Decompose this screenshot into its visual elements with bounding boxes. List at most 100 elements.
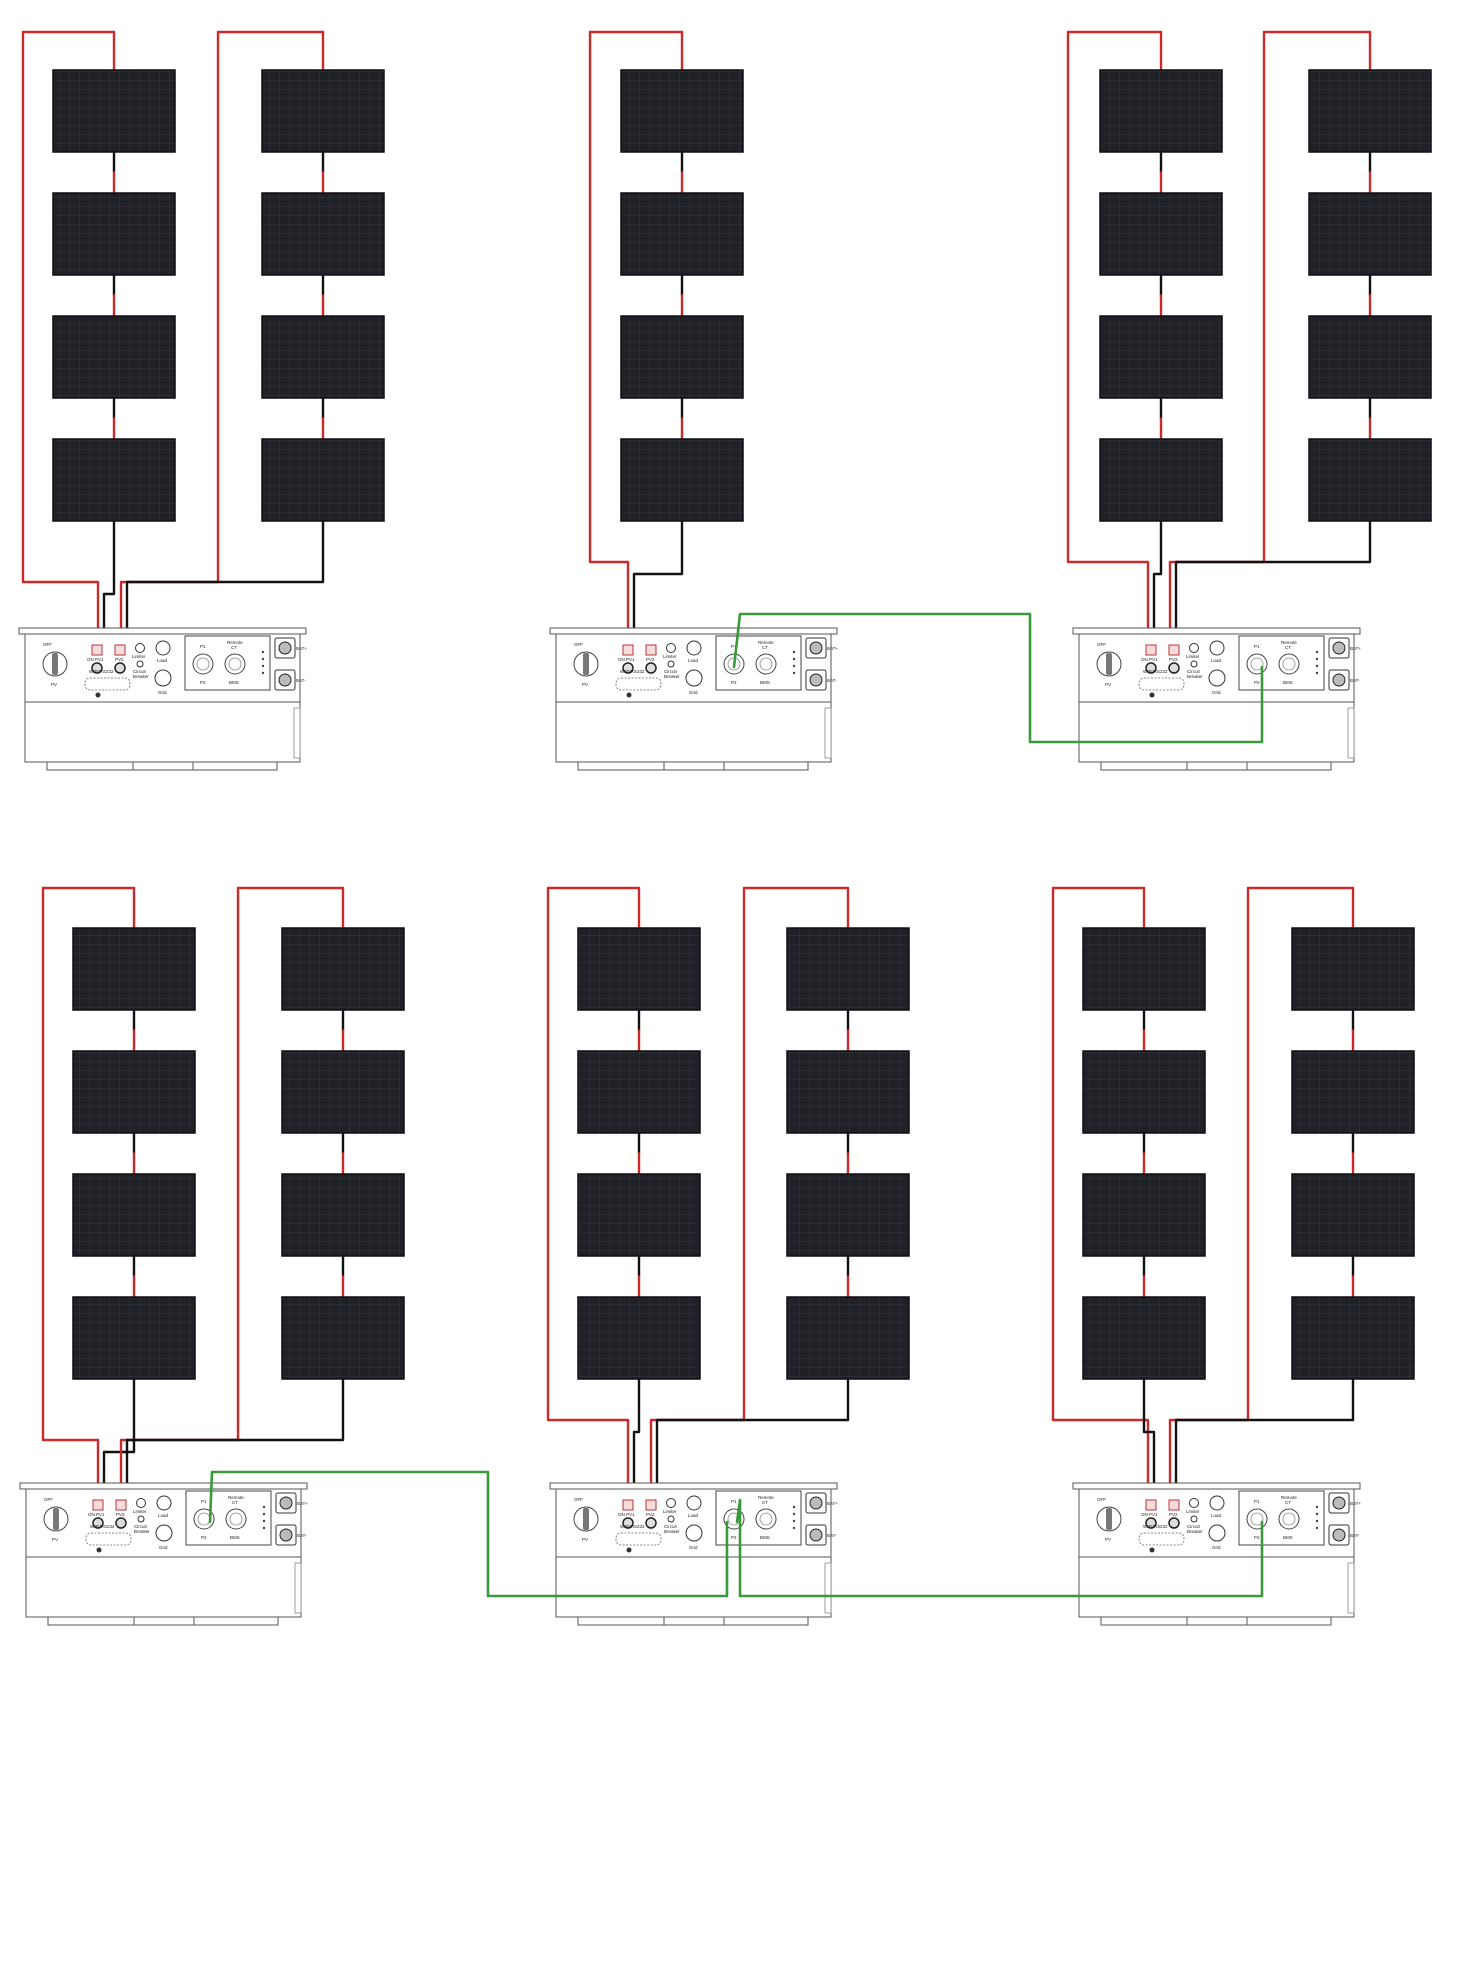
panel-cells bbox=[1292, 1174, 1414, 1256]
indicator-dot bbox=[261, 657, 265, 661]
label-breaker: Breaker bbox=[133, 674, 149, 679]
solar-panel bbox=[261, 69, 385, 153]
solar-panel bbox=[72, 1050, 196, 1134]
label-circuit: Circuit bbox=[664, 669, 678, 674]
label-pv: PV bbox=[1105, 682, 1111, 687]
panel-cells bbox=[787, 928, 909, 1010]
ground-icon bbox=[1149, 1547, 1155, 1553]
parallel-port-inner bbox=[1250, 1512, 1264, 1526]
inverter-side-rail bbox=[294, 1562, 302, 1614]
label-p1: P1 bbox=[731, 1499, 737, 1504]
indicator-dot bbox=[1315, 664, 1319, 668]
dc-switch-knob bbox=[52, 653, 58, 675]
panel-frame bbox=[281, 927, 405, 1011]
label-load: Load bbox=[158, 1513, 169, 1518]
grid-port bbox=[1208, 1524, 1226, 1542]
solar-panel bbox=[577, 1296, 701, 1380]
solar-panel bbox=[1082, 1173, 1206, 1257]
label-bat-plus: BAT+ bbox=[296, 646, 307, 651]
parallel-cable bbox=[208, 1470, 729, 1598]
label-off: OFF bbox=[574, 642, 583, 647]
indicator-dot bbox=[262, 1512, 266, 1516]
limiter-port bbox=[666, 1498, 676, 1508]
label-pv2: PV2 bbox=[646, 1512, 655, 1517]
label-pv: PV bbox=[1105, 1537, 1111, 1542]
label-breaker: Breaker bbox=[664, 674, 680, 679]
dc-switch-knob bbox=[1106, 653, 1112, 675]
label-p2: P2 bbox=[731, 680, 737, 685]
panel-frame bbox=[261, 69, 385, 153]
solar-panel bbox=[1082, 1296, 1206, 1380]
label-p2: P2 bbox=[1254, 1535, 1260, 1540]
solar-panel bbox=[577, 1173, 701, 1257]
breaker-button bbox=[667, 660, 675, 668]
parallel-cable bbox=[732, 612, 1264, 744]
label-pv2: PV2 bbox=[115, 657, 124, 662]
inverter-lower-body bbox=[555, 1556, 832, 1618]
label-pv: PV bbox=[582, 1537, 588, 1542]
indicator-dot bbox=[262, 1519, 266, 1523]
panel-frame bbox=[281, 1050, 405, 1134]
solar-panel bbox=[52, 192, 176, 276]
label-breaker: Breaker bbox=[1187, 674, 1203, 679]
label-p1: P1 bbox=[201, 1499, 207, 1504]
pv-plus-connector bbox=[115, 1499, 127, 1511]
solar-panel bbox=[72, 1173, 196, 1257]
indicator-dot bbox=[792, 1519, 796, 1523]
solar-panel bbox=[261, 438, 385, 522]
wifi-port bbox=[615, 1532, 662, 1546]
panel-frame bbox=[1099, 192, 1223, 276]
solar-panel bbox=[786, 1296, 910, 1380]
pv-minus-connector bbox=[645, 1517, 657, 1529]
indicator-dot bbox=[792, 1505, 796, 1509]
panel-frame bbox=[281, 1173, 405, 1257]
panel-frame bbox=[620, 192, 744, 276]
negative-wire bbox=[632, 519, 684, 670]
panel-frame bbox=[72, 927, 196, 1011]
label-limiter: Limiter bbox=[1186, 1509, 1200, 1514]
solar-panel bbox=[620, 315, 744, 399]
label-pv2: PV2 bbox=[1169, 1512, 1178, 1517]
panel-frame bbox=[786, 927, 910, 1011]
inverter-lower-body bbox=[24, 701, 301, 763]
panel-cells bbox=[262, 439, 384, 521]
breaker-button bbox=[136, 660, 144, 668]
breaker-button bbox=[1190, 1515, 1198, 1523]
load-port bbox=[686, 640, 702, 656]
panel-cells bbox=[53, 193, 175, 275]
panel-frame bbox=[1291, 1296, 1415, 1380]
load-port bbox=[686, 1495, 702, 1511]
panel-cells bbox=[578, 1297, 700, 1379]
panel-cells bbox=[1292, 1051, 1414, 1133]
inverter-flange bbox=[549, 627, 838, 635]
positive-wire bbox=[649, 886, 850, 1519]
label-p1: P1 bbox=[1254, 644, 1260, 649]
positive-wire bbox=[21, 30, 116, 664]
label-on-pv1: ON PV1 bbox=[1141, 657, 1158, 662]
label-ct: CT bbox=[762, 645, 768, 650]
negative-wire bbox=[1174, 1377, 1355, 1525]
positive-wire bbox=[1051, 886, 1150, 1519]
label-bms: BMS bbox=[760, 1535, 770, 1540]
load-port bbox=[155, 640, 171, 656]
inverter-side-rail bbox=[824, 707, 832, 759]
panel-cells bbox=[1309, 316, 1431, 398]
panel-cells bbox=[1292, 928, 1414, 1010]
label-bat-plus: BAT+ bbox=[827, 1501, 838, 1506]
label-remote: Remote bbox=[228, 1495, 244, 1500]
pv-minus-connector bbox=[645, 662, 657, 674]
solar-panel bbox=[577, 927, 701, 1011]
label-limiter: Limiter bbox=[132, 654, 146, 659]
parallel-port-inner bbox=[197, 1512, 211, 1526]
label-grid: Grid bbox=[689, 1545, 698, 1550]
label-wifi: WIFI/RS232 bbox=[1143, 669, 1168, 674]
panel-cells bbox=[1100, 193, 1222, 275]
inverter-base-center bbox=[1186, 1616, 1248, 1626]
wifi-port bbox=[1138, 1532, 1185, 1546]
label-breaker: Breaker bbox=[664, 1529, 680, 1534]
panel-cells bbox=[262, 70, 384, 152]
panel-cells bbox=[1083, 1174, 1205, 1256]
panel-cells bbox=[1100, 439, 1222, 521]
